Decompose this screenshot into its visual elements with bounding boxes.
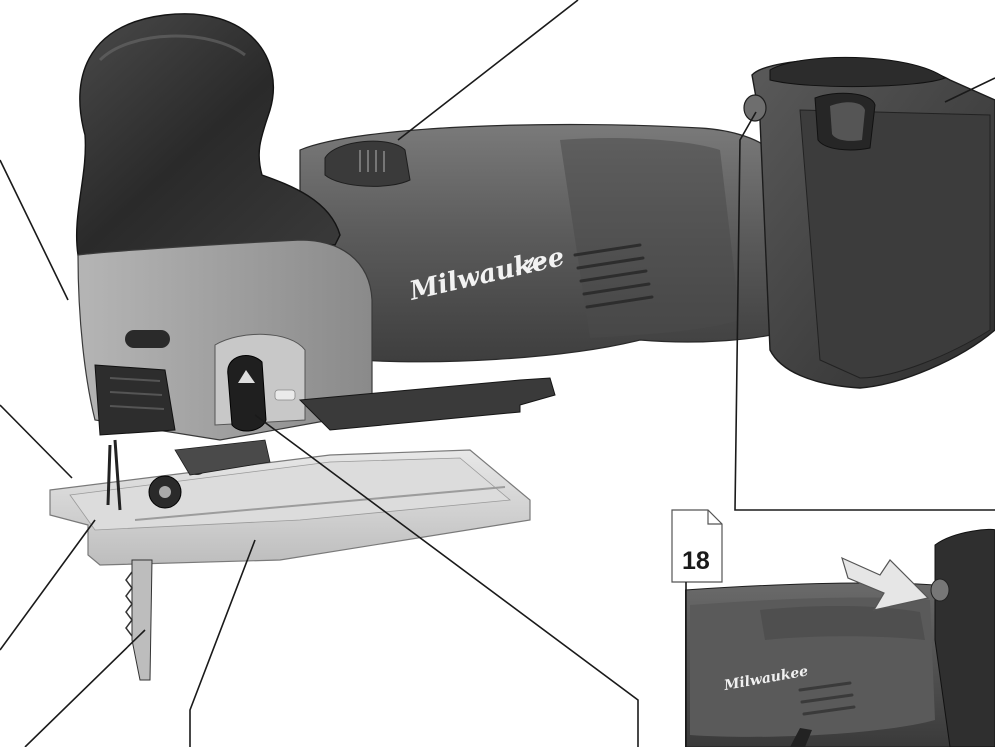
folded-page-icon bbox=[671, 509, 723, 583]
blade-clamp bbox=[174, 439, 271, 476]
battery-top bbox=[769, 56, 947, 88]
air-vents bbox=[573, 243, 654, 309]
battery-release-button bbox=[743, 94, 767, 122]
orbital-lever bbox=[227, 355, 267, 432]
blade-guard bbox=[94, 364, 176, 436]
detail-inset-number: 18 bbox=[682, 547, 710, 575]
saw-blade bbox=[131, 559, 153, 681]
housing-slot bbox=[125, 330, 170, 348]
grip-band bbox=[560, 138, 740, 338]
pointer-arrow-icon bbox=[841, 556, 930, 611]
dust-extraction-arm bbox=[298, 377, 556, 431]
battery-side-face bbox=[799, 109, 991, 379]
detail-inset: Milwaukee bbox=[671, 509, 995, 747]
